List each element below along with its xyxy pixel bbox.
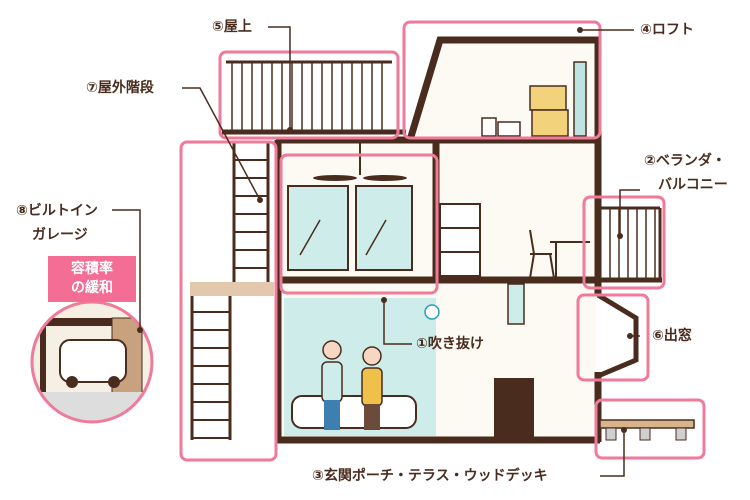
highlight-boxes xyxy=(179,20,706,462)
label-porch: ③玄関ポーチ・テラス・ウッドデッキ xyxy=(312,468,548,484)
badge-line-1: 容積率 xyxy=(71,261,113,277)
label-veranda-2: バルコニー xyxy=(658,177,728,193)
label-veranda-1: ②ベランダ・ xyxy=(644,153,726,169)
label-garage-2: ガレージ xyxy=(32,227,88,243)
label-loft: ④ロフト xyxy=(640,22,694,38)
house-walls xyxy=(274,36,639,444)
label-atrium: ①吹き抜け xyxy=(416,336,484,352)
garage-illustration xyxy=(32,302,152,422)
leader-lines xyxy=(112,26,640,477)
sofa-icon xyxy=(291,395,417,429)
bookshelf-icon xyxy=(439,203,481,277)
clock-icon xyxy=(424,304,440,320)
window-right xyxy=(355,185,413,271)
wood-deck xyxy=(599,419,695,441)
outdoor-stairs xyxy=(190,142,270,440)
box-icon xyxy=(529,85,567,111)
veranda-railing xyxy=(598,206,662,283)
label-garage-1: ⑧ビルトイン xyxy=(16,203,98,219)
rolled-mat-icon xyxy=(573,61,587,137)
window-left xyxy=(287,185,349,271)
people-icon xyxy=(321,340,383,430)
badge-line-2: の緩和 xyxy=(71,280,113,296)
label-outdoor-stairs: ⑦屋外階段 xyxy=(86,80,154,96)
floor-area-ratio-badge: 容積率 の緩和 xyxy=(48,256,136,302)
box-icon xyxy=(531,109,569,137)
label-rooftop: ⑤屋上 xyxy=(212,19,252,35)
rooftop-railing xyxy=(222,60,406,135)
ceiling-fan-icon xyxy=(313,142,407,181)
label-bay-window: ⑥出窓 xyxy=(652,328,692,344)
